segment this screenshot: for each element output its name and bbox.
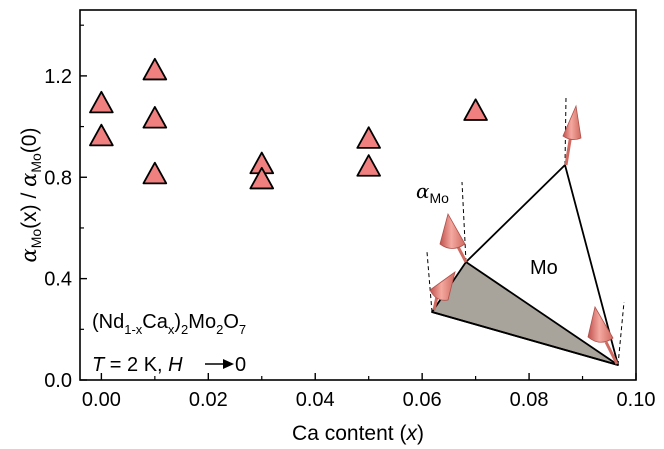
condition-label: T = 2 K, H [92, 354, 183, 376]
local-axis-2 [461, 181, 467, 263]
data-point-marker [142, 161, 168, 185]
x-tick-label: 0.08 [510, 389, 549, 411]
tetrahedron-face [431, 261, 619, 366]
local-axis-3 [426, 251, 433, 313]
local-axis-1 [564, 96, 567, 166]
formula-label: (Nd1-xCax)2Mo2O7 [92, 311, 246, 337]
local-axis-4 [617, 301, 625, 366]
y-axis: 0.0 0.4 0.8 1.2 [44, 24, 87, 392]
x-tick-label: 0.02 [189, 389, 228, 411]
data-points [89, 57, 488, 190]
y-tick-label: 0.0 [44, 370, 72, 392]
x-axis-title: Ca content (x) [292, 422, 424, 445]
y-tick-label: 1.2 [44, 66, 72, 88]
data-point-marker [89, 90, 114, 114]
data-point-marker [142, 106, 168, 129]
x-tick-label: 0.04 [296, 389, 335, 411]
data-point-marker [142, 57, 168, 81]
y-tick-label: 0.4 [44, 269, 72, 291]
data-point-marker [463, 98, 488, 121]
arrow-icon [205, 359, 234, 369]
x-tick-label: 0.10 [617, 389, 656, 411]
x-axis: 0.00 0.02 0.04 0.06 0.08 0.10 [82, 373, 656, 411]
data-point-marker [356, 154, 381, 177]
plot-frame [79, 9, 637, 381]
tetrahedron-diagram: αMo Mo [416, 96, 625, 366]
y-tick-label: 0.8 [44, 167, 72, 189]
y-axis-title: αMo(x) / αMo(0) [17, 128, 44, 263]
alpha-mo-label: αMo [416, 179, 449, 206]
x-tick-label: 0.00 [82, 389, 121, 411]
spin-arrow-1 [562, 104, 582, 166]
x-tick-label: 0.06 [403, 389, 442, 411]
condition-limit: 0 [235, 354, 246, 376]
svg-text:αMo(x) / αMo(0): αMo(x) / αMo(0) [17, 128, 44, 263]
spin-arrow-2 [439, 212, 468, 263]
spin-arrow-3 [429, 271, 456, 311]
data-point-marker [249, 166, 275, 190]
mo-label: Mo [530, 257, 558, 279]
data-point-marker [356, 126, 381, 149]
data-point-marker [89, 123, 114, 147]
spin-arrow-4 [587, 305, 619, 365]
